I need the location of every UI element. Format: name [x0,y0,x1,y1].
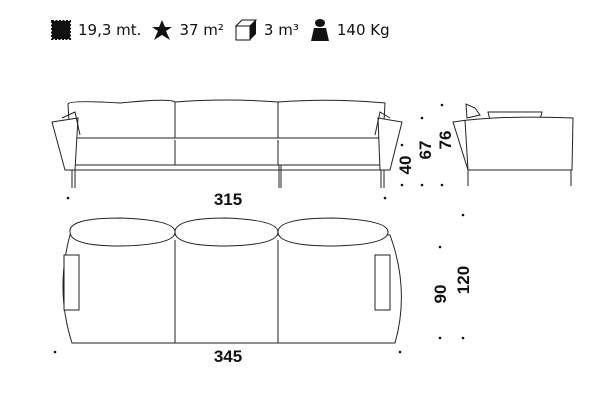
arm-height-label: 67 [416,141,435,160]
spec-fabric: 19,3 mt. [50,19,141,41]
weight-icon [310,19,329,41]
spec-bar: 19,3 mt. 37 m² 3 m³ 140 Kg [50,18,400,42]
spec-volume-value: 3 m³ [263,21,299,39]
seat-height-label: 40 [396,156,415,175]
front-view [51,99,403,188]
spec-leather: 37 m² [151,19,224,41]
spec-leather-value: 37 m² [179,21,224,39]
side-view [452,103,574,186]
seat-depth-label: 90 [431,285,450,304]
spec-weight: 140 Kg [309,18,390,42]
spec-fabric-value: 19,3 mt. [78,21,142,39]
total-depth-label: 120 [454,266,473,294]
cube-volume-icon [234,19,258,41]
top-view [62,217,402,344]
dimension-markers [53,103,465,354]
fabric-icon [51,20,71,40]
total-height-label: 76 [436,131,455,150]
spec-weight-value: 140 Kg [336,21,390,39]
spec-volume: 3 m³ [234,18,299,42]
total-width-label: 345 [214,347,242,366]
front-width-label: 315 [214,190,242,209]
leather-hide-icon [152,20,173,40]
